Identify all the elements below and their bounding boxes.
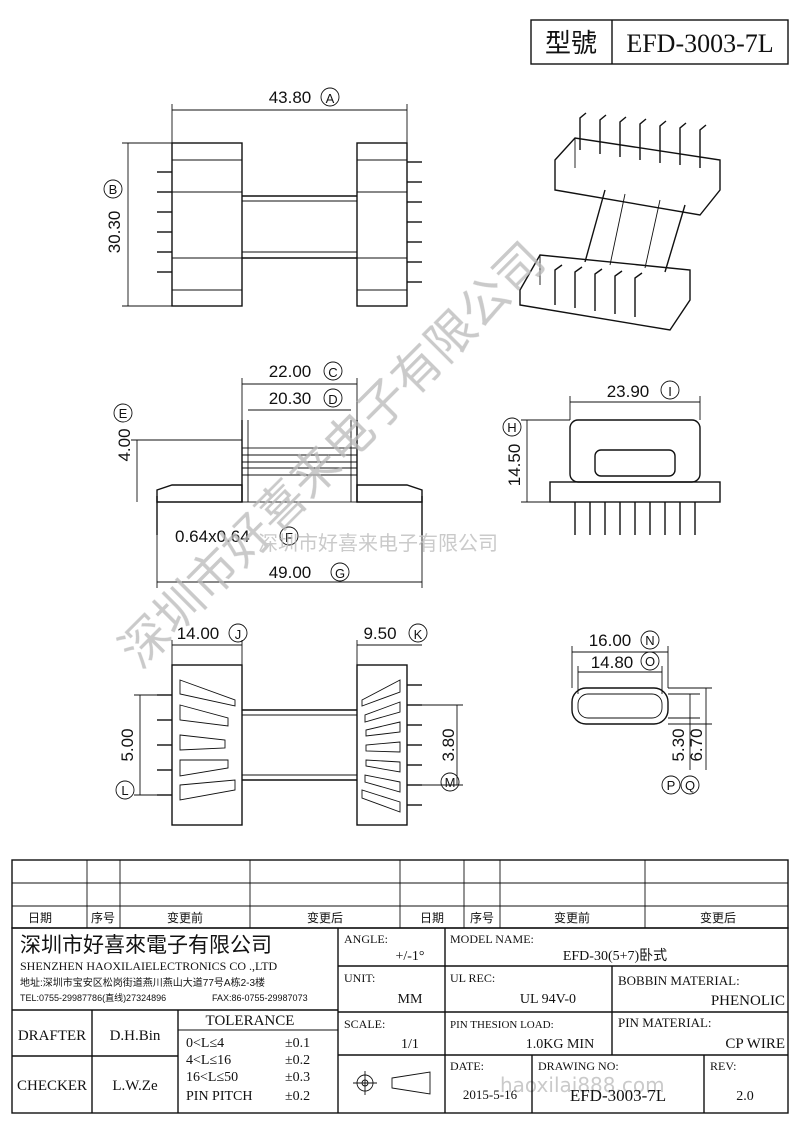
tolerance-label: TOLERANCE (206, 1013, 295, 1029)
ul-rec-value: UL 94V-0 (520, 992, 576, 1007)
scale-label: SCALE: (344, 1017, 385, 1031)
watermark-url: haoxilai888.com (500, 1073, 665, 1097)
dim-p-letter: P (667, 778, 676, 793)
dim-c-letter: C (328, 365, 337, 380)
company-tel: TEL:0755-29987786(直线)27324896 (20, 992, 166, 1003)
dim-a-letter: A (326, 91, 335, 106)
dim-k-letter: K (414, 627, 423, 642)
company-name-en: SHENZHEN HAOXILAIELECTRONICS CO .,LTD (20, 959, 278, 973)
pin-tension-value: 1.0KG MIN (526, 1037, 594, 1052)
dim-d-letter: D (328, 392, 337, 407)
angle-label: ANGLE: (344, 932, 388, 946)
drawing-no-value: EFD-3003-7L (570, 1086, 666, 1105)
dim-b-value: 30.30 (105, 211, 124, 254)
rev-label: REV: (710, 1059, 736, 1073)
tol-row-3-range: 16<L≤50 (186, 1070, 238, 1085)
unit-label: UNIT: (344, 971, 375, 985)
dim-n-letter: N (645, 633, 654, 648)
tol-row-1-range: 0<L≤4 (186, 1036, 224, 1051)
dim-l-letter: L (121, 783, 128, 798)
tol-row-4-value: ±0.2 (285, 1089, 310, 1104)
model-name-value: EFD-30(5+7)卧式 (563, 948, 667, 964)
dim-m-letter: M (445, 775, 456, 790)
rev-header-no-2: 序号 (470, 910, 494, 925)
dim-j-value: 14.00 (177, 624, 220, 643)
bobbin-material-label: BOBBIN MATERIAL: (618, 973, 740, 988)
tol-row-2-range: 4<L≤16 (186, 1053, 231, 1068)
rev-header-after-1: 变更后 (307, 910, 343, 925)
dim-d-value: 20.30 (269, 389, 312, 408)
dim-m-value: 3.80 (439, 728, 458, 761)
tol-row-4-range: PIN PITCH (186, 1089, 253, 1104)
dim-g-letter: G (335, 566, 345, 581)
dim-e-value: 4.00 (115, 428, 134, 461)
company-fax: FAX:86-0755-29987073 (212, 993, 308, 1003)
checker-value: L.W.Ze (112, 1078, 158, 1094)
dim-i-value: 23.90 (607, 382, 650, 401)
dim-a-value: 43.80 (269, 88, 312, 107)
model-label: 型號 (545, 28, 597, 58)
ul-rec-label: UL REC: (450, 971, 495, 985)
front-view: 23.90 I H 14.50 (502, 380, 721, 535)
title-block: 深圳市好喜來電子有限公司 SHENZHEN HAOXILAIELECTRONIC… (11, 927, 789, 1114)
model-header: 型號 EFD-3003-7L (530, 19, 789, 65)
pin-material-value: CP WIRE (725, 1036, 785, 1052)
dim-e-letter: E (119, 406, 128, 421)
dim-h-letter: H (507, 420, 516, 435)
rev-value: 2.0 (736, 1089, 754, 1104)
pin-tension-label: PIN THESION LOAD: (450, 1019, 554, 1031)
angle-value: +/-1° (395, 949, 424, 964)
dim-l-value: 5.00 (118, 728, 137, 761)
dim-i-letter: I (668, 384, 672, 399)
bottom-view: 14.00 J 9.50 K 5.00 L 3.80 M (115, 623, 463, 826)
side-view: 22.00 C 20.30 D E 4.00 0.64x0.64 F 49.00… (113, 361, 423, 588)
dim-b-letter: B (109, 182, 118, 197)
isometric-view (519, 112, 721, 331)
dim-g-value: 49.00 (269, 563, 312, 582)
model-name-label: MODEL NAME: (450, 932, 534, 946)
date-value: 2015-5-16 (463, 1087, 518, 1102)
company-address: 地址:深圳市宝安区松岗街道燕川燕山大道77号A栋2-3楼 (20, 976, 265, 989)
top-view: 43.80 A B 30.30 (103, 87, 422, 307)
dim-k-value: 9.50 (363, 624, 396, 643)
unit-value: MM (398, 992, 423, 1007)
core-section-view: 16.00 N 14.80 O 5.30 6.70 P Q (571, 630, 712, 795)
rev-header-no-1: 序号 (91, 910, 115, 925)
dim-j-letter: J (235, 627, 242, 642)
dim-h-value: 14.50 (505, 444, 524, 487)
dim-o-letter: O (645, 654, 655, 669)
rev-header-before-2: 变更前 (554, 910, 590, 925)
dim-p-value: 5.30 (669, 728, 688, 761)
tol-row-3-value: ±0.3 (285, 1070, 310, 1085)
drafter-value: D.H.Bin (110, 1028, 161, 1044)
rev-header-date-2: 日期 (420, 911, 444, 925)
projection-symbol (353, 1071, 431, 1095)
watermark-diagonal: 深圳市好喜来电子有限公司 (109, 232, 556, 679)
dim-f-value: 0.64x0.64 (175, 527, 250, 546)
scale-value: 1/1 (401, 1037, 419, 1052)
tol-row-1-value: ±0.1 (285, 1036, 310, 1051)
pin-material-label: PIN MATERIAL: (618, 1015, 712, 1030)
dim-c-value: 22.00 (269, 362, 312, 381)
dim-n-value: 16.00 (589, 631, 632, 650)
dim-q-letter: Q (685, 778, 695, 793)
model-number: EFD-3003-7L (626, 29, 773, 58)
checker-label: CHECKER (17, 1078, 87, 1094)
rev-header-before-1: 变更前 (167, 910, 203, 925)
rev-header-after-2: 变更后 (700, 910, 736, 925)
dim-f-letter: F (285, 530, 293, 545)
rev-header-date-1: 日期 (28, 911, 52, 925)
dim-o-value: 14.80 (591, 653, 634, 672)
revision-table: 日期 序号 变更前 变更后 日期 序号 变更前 变更后 (11, 859, 789, 929)
drawing-no-label: DRAWING NO: (538, 1059, 619, 1073)
date-label: DATE: (450, 1059, 484, 1073)
bobbin-material-value: PHENOLIC (711, 993, 785, 1009)
drafter-label: DRAFTER (18, 1028, 86, 1044)
watermark-horizontal: 深圳市好喜来电子有限公司 (258, 531, 498, 555)
dim-q-value: 6.70 (687, 728, 706, 761)
company-name-cn: 深圳市好喜來電子有限公司 (20, 933, 272, 957)
tol-row-2-value: ±0.2 (285, 1053, 310, 1068)
